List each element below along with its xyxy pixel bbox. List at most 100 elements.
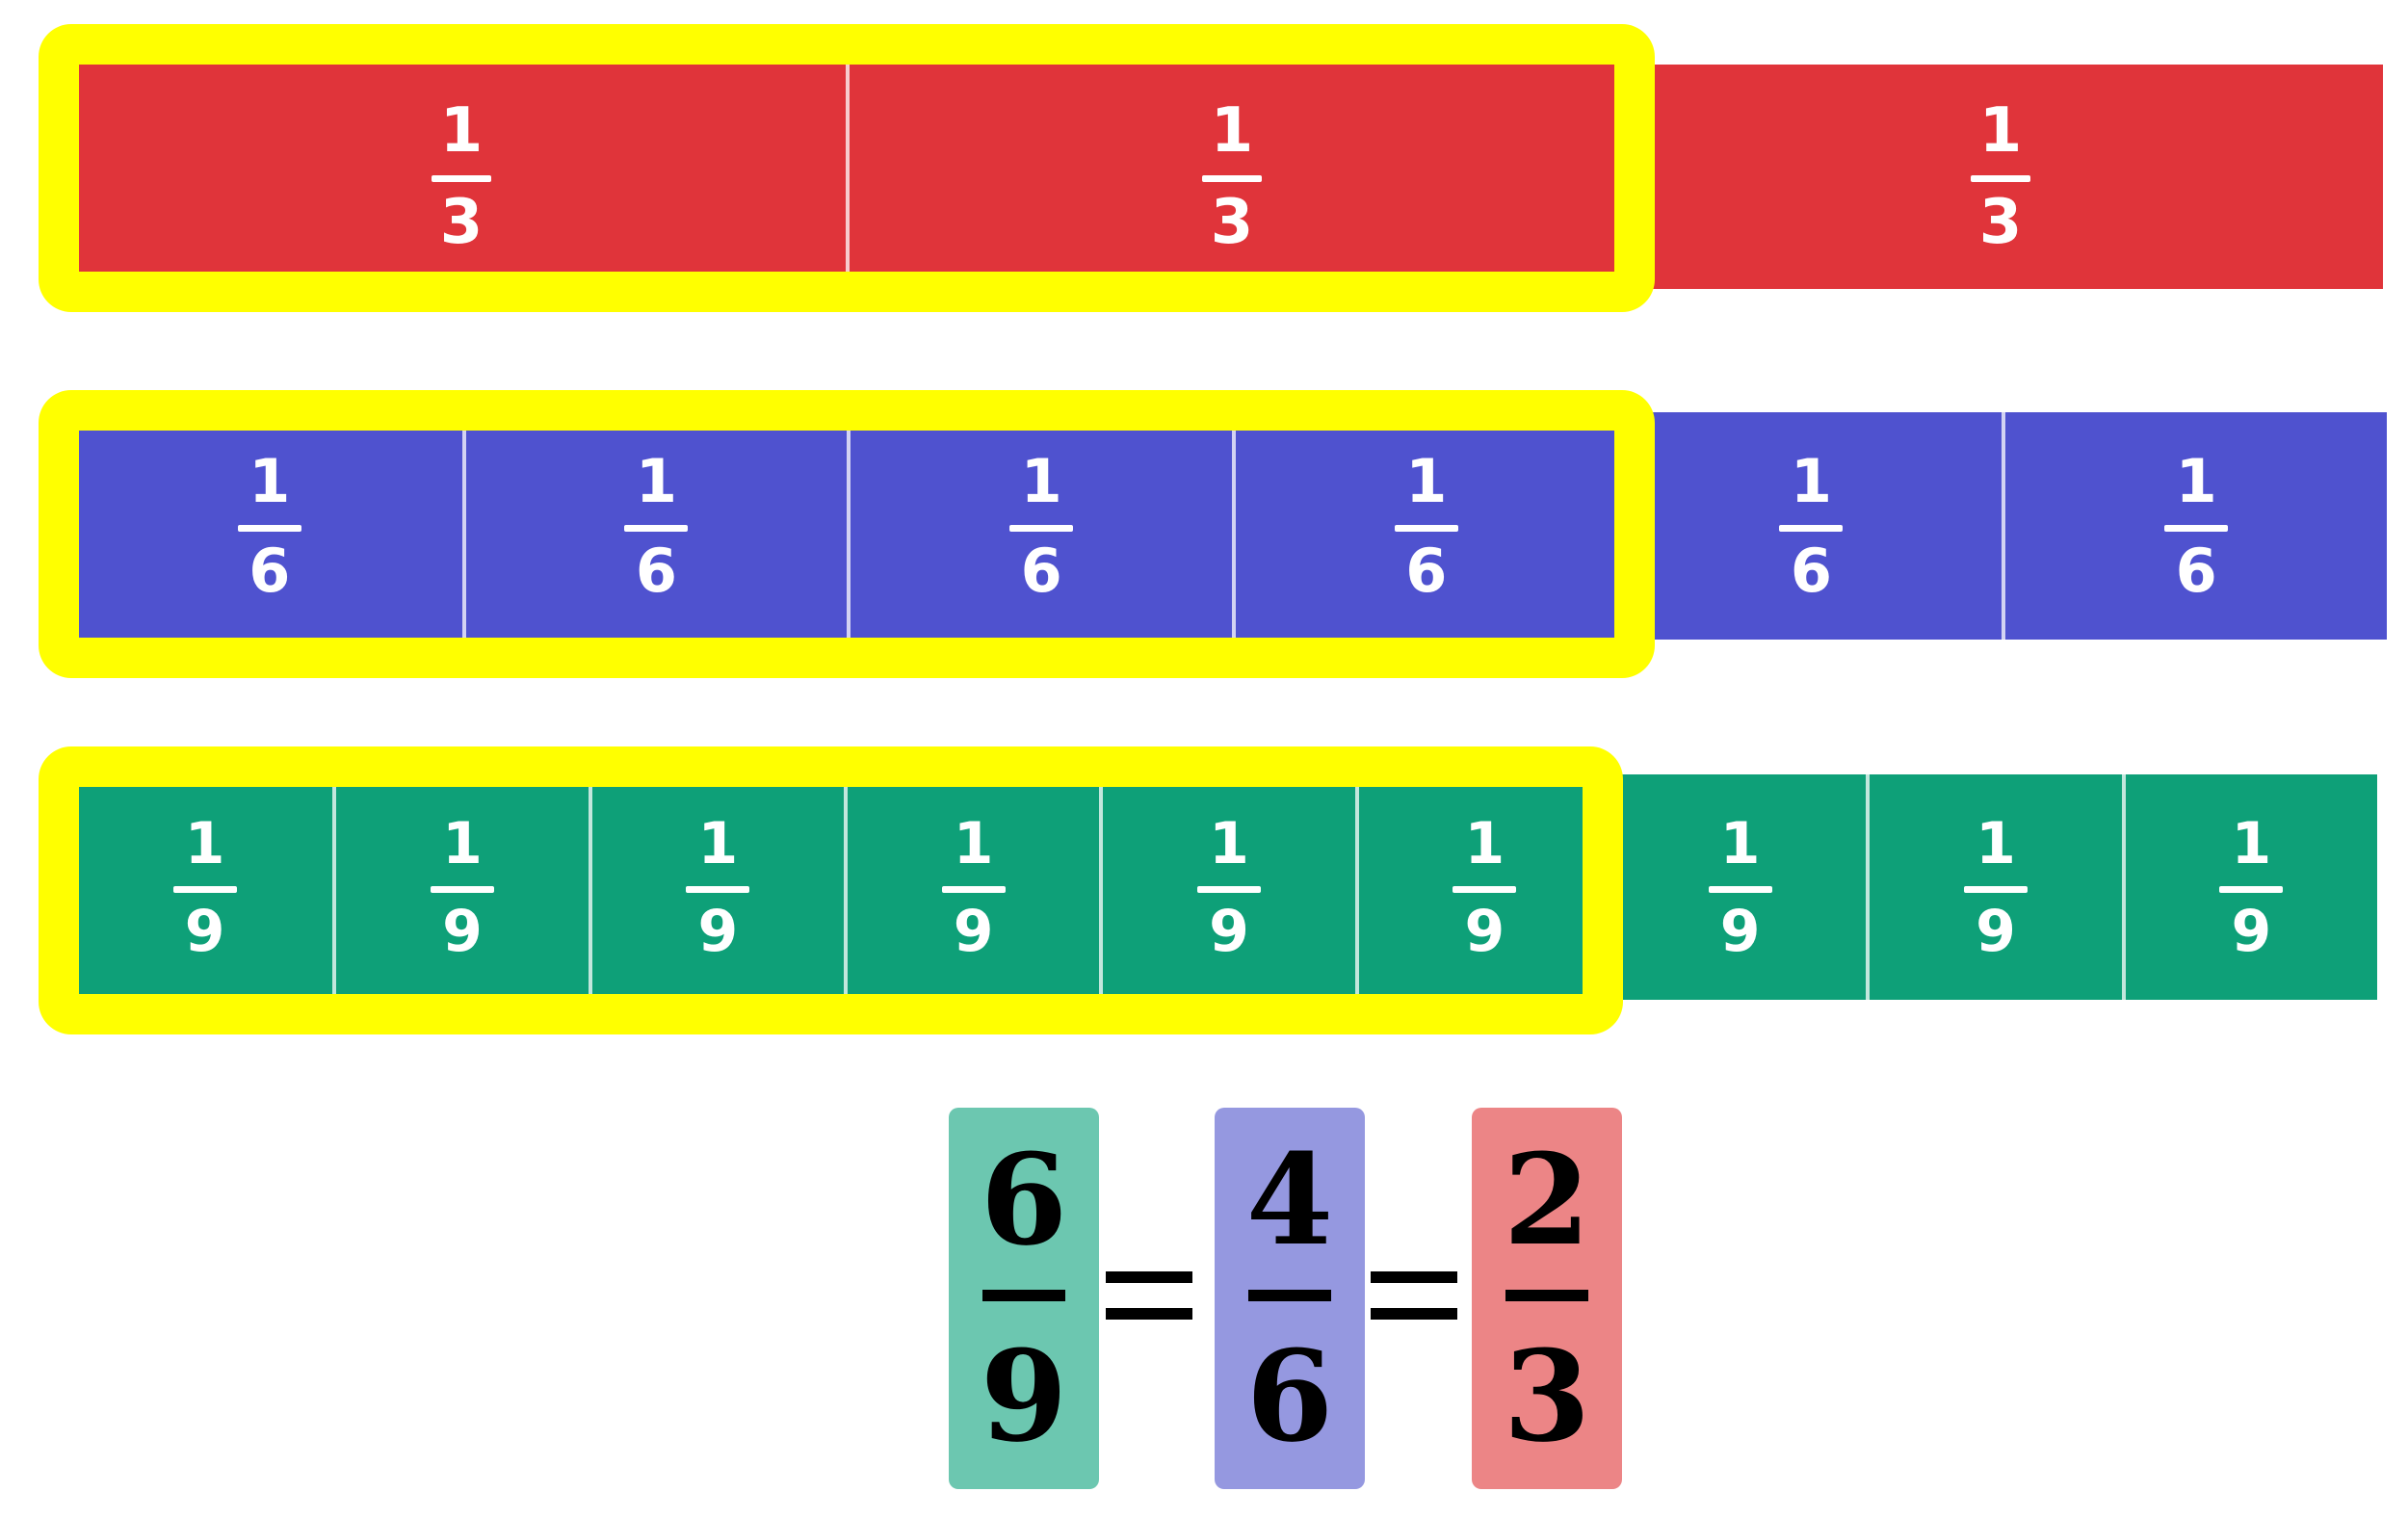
tile-numerator: 1 [1405, 445, 1448, 516]
tile-numerator: 1 [249, 445, 291, 516]
numerator: 4 [1245, 1126, 1334, 1273]
tile-denominator: 9 [1464, 897, 1505, 965]
tile-denominator: 9 [2231, 897, 2272, 965]
tile-denominator: 9 [953, 897, 994, 965]
tile-numerator: 1 [697, 809, 739, 877]
tile-numerator: 1 [635, 445, 678, 516]
tile-fraction-bar [686, 885, 750, 893]
tile-numerator: 1 [439, 95, 484, 167]
tile-fraction-bar [941, 885, 1006, 893]
fraction-bar [1248, 1290, 1331, 1301]
tile-numerator: 1 [1210, 95, 1254, 167]
tile-fraction-bar [2219, 885, 2284, 893]
equation-fraction-four-sixths: 4 6 [1215, 1108, 1365, 1489]
tile-denominator: 6 [249, 535, 291, 606]
tile-fraction-bar [1708, 885, 1772, 893]
equals-sign-1 [1106, 1271, 1192, 1329]
tile-fraction-bar [1453, 885, 1517, 893]
numerator: 6 [980, 1126, 1068, 1273]
tile-denominator: 9 [184, 897, 225, 965]
equals-sign-2 [1371, 1271, 1457, 1329]
tile-fraction-bar [624, 524, 689, 532]
tile-fraction-bar [1971, 175, 2030, 182]
tile-fraction-bar [172, 885, 237, 893]
tile-denominator: 3 [1978, 187, 2023, 258]
tile-numerator: 1 [1464, 809, 1505, 877]
tile-numerator: 1 [442, 809, 483, 877]
tile-denominator: 3 [1210, 187, 1254, 258]
tile-denominator: 6 [635, 535, 678, 606]
denominator: 6 [1245, 1322, 1334, 1470]
denominator: 3 [1503, 1322, 1591, 1470]
tile-fraction-bar [430, 885, 494, 893]
tile-denominator: 6 [1405, 535, 1448, 606]
tile-numerator: 1 [1209, 809, 1249, 877]
tile-denominator: 9 [1209, 897, 1249, 965]
tile-fraction-bar [2164, 524, 2229, 532]
tile-denominator: 9 [697, 897, 739, 965]
numerator: 2 [1503, 1126, 1591, 1273]
fraction-bar [1505, 1290, 1588, 1301]
tile-fraction-bar [1779, 524, 1844, 532]
denominator: 9 [980, 1322, 1068, 1470]
tile-numerator: 1 [1790, 445, 1833, 516]
tile-fraction-bar [432, 175, 491, 182]
equation-fraction-six-ninths: 6 9 [949, 1108, 1099, 1489]
tile-numerator: 1 [1978, 95, 2023, 167]
tile-denominator: 6 [1020, 535, 1062, 606]
tile-fraction-bar [1202, 175, 1262, 182]
tile-numerator: 1 [1976, 809, 2016, 877]
tile-fraction-bar [1196, 885, 1261, 893]
tile-fraction-bar [1394, 524, 1458, 532]
tile-denominator: 9 [1719, 897, 1761, 965]
highlight-six-ninths [39, 746, 1623, 1034]
tile-numerator: 1 [184, 809, 225, 877]
tile-numerator: 1 [1719, 809, 1761, 877]
tile-fraction-bar [237, 524, 301, 532]
tile-numerator: 1 [953, 809, 994, 877]
tile-denominator: 9 [442, 897, 483, 965]
tile-fraction-bar [1009, 524, 1074, 532]
equation-fraction-two-thirds: 2 3 [1472, 1108, 1622, 1489]
tile-numerator: 1 [2175, 445, 2217, 516]
highlight-two-thirds [39, 24, 1655, 312]
tile-denominator: 6 [2175, 535, 2217, 606]
fraction-bar [982, 1290, 1065, 1301]
tile-numerator: 1 [2231, 809, 2272, 877]
